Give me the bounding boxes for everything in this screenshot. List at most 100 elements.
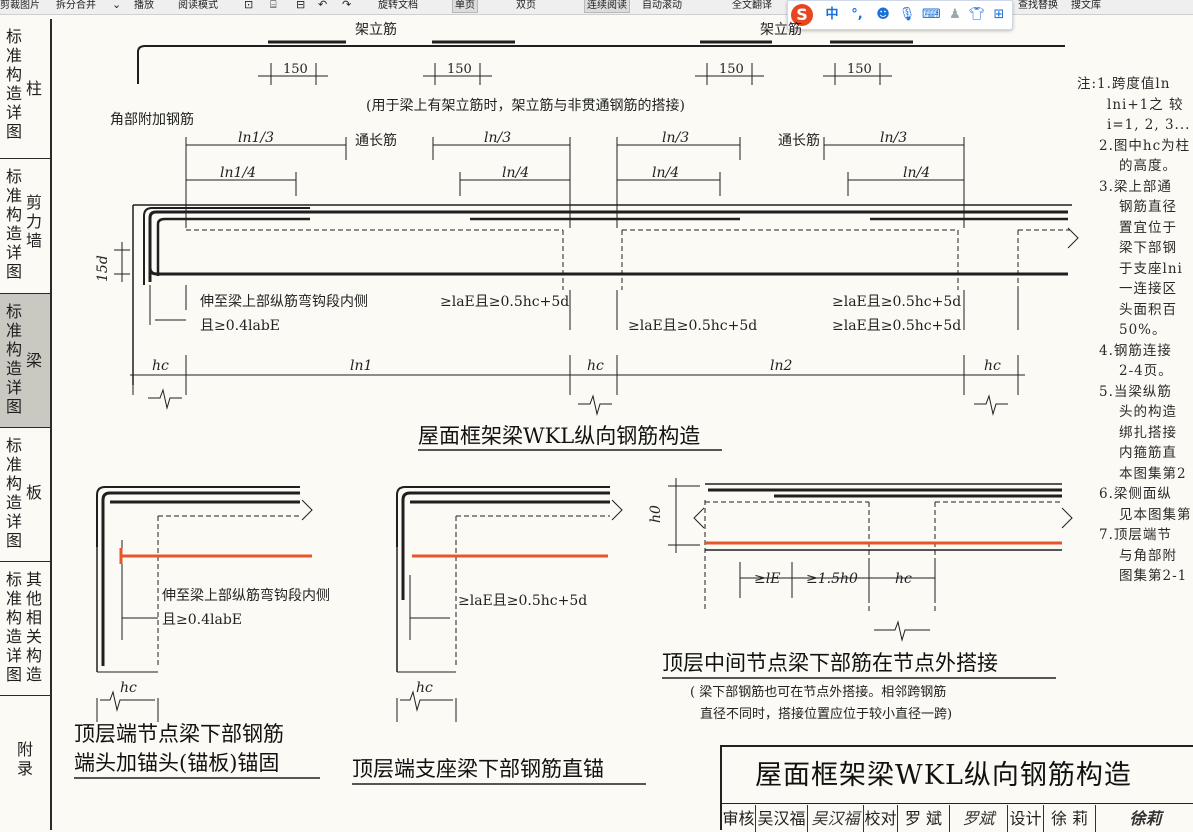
- sub3-title: 顶层中间节点梁下部筋在节点外搭接: [662, 651, 998, 675]
- dim-150: 150: [847, 62, 872, 77]
- sogou-logo-icon[interactable]: S: [791, 4, 813, 26]
- sidebar-item-appendix[interactable]: 附录: [0, 696, 50, 830]
- dim-ln-third: ln/3: [880, 130, 907, 146]
- sidebar-item-other[interactable]: 标准构造详图 其他相关构造: [0, 562, 50, 696]
- auto-scroll-button[interactable]: 自动滚动: [642, 0, 682, 11]
- title-block-cell: 罗 斌: [898, 805, 950, 832]
- sub1-title-line2: 端头加锚头(锚板)锚固: [74, 751, 279, 775]
- sub3-note-line2: 直径不同时，搭接位置应位于较小直径一跨): [700, 706, 952, 722]
- sidebar-item-shear-wall[interactable]: 标准构造详图 剪力墙: [0, 159, 50, 294]
- note-line: 7.顶层端节: [1099, 527, 1172, 543]
- note-line: 注:1.跨度值ln: [1077, 76, 1171, 92]
- title-block-cell: 徐 莉: [1044, 805, 1096, 832]
- dim-150: 150: [447, 62, 472, 77]
- title-block-cell: 校对: [864, 805, 898, 832]
- dropdown-chevron-icon[interactable]: ⌄: [112, 0, 122, 11]
- shirt-icon[interactable]: 👕︎: [968, 7, 986, 22]
- label-jialijin-note: (用于梁上有架立筋时，架立筋与非贯通钢筋的搭接): [366, 97, 685, 114]
- note-line: 4.钢筋连接: [1099, 342, 1172, 359]
- reviewer-signature: 吴汉福: [808, 805, 864, 832]
- continuous-reading-button[interactable]: 连续阅读: [584, 0, 630, 13]
- label-jialijin-2: 架立筋: [760, 21, 802, 38]
- note-line: 绑扎搭接: [1119, 424, 1177, 441]
- dim-hc: hc: [416, 680, 433, 696]
- sidebar-item-sublabel: 柱: [25, 79, 42, 98]
- sidebar-item-sublabel: 板: [25, 483, 42, 502]
- dim-hc: hc: [120, 680, 137, 696]
- sub1-title-line1: 顶层端节点梁下部钢筋: [74, 722, 284, 746]
- split-merge-button[interactable]: 拆分合并: [56, 0, 96, 11]
- sidebar-item-column[interactable]: 标准构造详图 柱: [0, 19, 50, 159]
- dim-ln1: ln1: [350, 358, 372, 374]
- drawing-title-block: 屋面框架梁WKL纵向钢筋构造 审核 吴汉福 吴汉福 校对 罗 斌 罗斌 设计 徐…: [720, 745, 1193, 832]
- note-line: 本图集第2: [1119, 465, 1187, 482]
- reading-mode-button[interactable]: 阅读模式: [178, 0, 218, 11]
- single-page-button[interactable]: 单页: [452, 0, 478, 13]
- note-line: 3.梁上部通: [1099, 178, 1172, 195]
- dim-ln-third: ln/3: [662, 130, 689, 146]
- ime-toolbar[interactable]: S 中 °, ☻ 🎙︎ ⌨ ♟ 👕︎ ⊞: [787, 0, 1013, 30]
- sub3-note-line1: ( 梁下部钢筋也可在节点外搭接。相邻跨钢筋: [690, 684, 946, 700]
- note-line: 的高度。: [1119, 158, 1177, 174]
- note-line: 图集第2-1: [1119, 568, 1188, 584]
- label-tongchangjin-2: 通长筋: [778, 132, 820, 149]
- label-lae-condition: ≥laE且≥0.5hc+5d: [832, 318, 961, 334]
- keyboard-icon[interactable]: ⌨: [922, 7, 941, 22]
- crop-image-button[interactable]: 剪裁图片: [0, 0, 40, 11]
- user-icon[interactable]: ♟: [949, 7, 961, 22]
- actual-size-icon[interactable]: ⊟: [296, 0, 306, 11]
- dim-ln-quarter: ln/4: [652, 165, 679, 181]
- title-block-cell: 吴汉福: [756, 805, 808, 832]
- grid-icon[interactable]: ⊞: [993, 7, 1005, 22]
- label-anchor-inside: 伸至梁上部纵筋弯钩段内侧: [200, 293, 368, 310]
- find-replace-button[interactable]: 查找替换: [1018, 0, 1058, 11]
- dim-ln-quarter: ln/4: [502, 165, 529, 181]
- fit-width-icon[interactable]: ⌸: [270, 0, 277, 11]
- dim-h0: h0: [648, 505, 664, 523]
- chapter-index-sidebar: 标准构造详图 柱 标准构造详图 剪力墙 标准构造详图 梁 标准构造详图 板 标准…: [0, 19, 52, 830]
- full-translate-button[interactable]: 全文翻译: [732, 0, 772, 11]
- note-line: lni+1之 较: [1107, 96, 1184, 113]
- notes-panel: 注:1.跨度值ln lni+1之 较 i=1, 2, 3... 2.图中hc为柱…: [1077, 74, 1193, 587]
- dim-ln1-third: ln1/3: [238, 130, 274, 146]
- search-library-button[interactable]: 搜文库: [1071, 0, 1101, 11]
- note-line: 6.梁侧面纵: [1099, 486, 1172, 502]
- label-lae-condition: ≥laE且≥0.5hc+5d: [628, 318, 757, 334]
- ime-language-toggle[interactable]: 中: [825, 7, 839, 22]
- note-line: 头面积百: [1119, 301, 1177, 318]
- title-block-cell: 审核: [722, 805, 756, 832]
- sidebar-item-beam[interactable]: 标准构造详图 梁: [0, 294, 50, 428]
- sidebar-item-label: 标准构造详图: [5, 27, 22, 141]
- sub2-title: 顶层端支座梁下部钢筋直锚: [352, 757, 604, 781]
- rotate-left-icon[interactable]: ↶: [318, 0, 328, 11]
- note-line: 一连接区: [1119, 281, 1177, 297]
- dim-hc: hc: [152, 358, 169, 374]
- title-block-cell: 设计: [1008, 805, 1044, 832]
- note-line: 头的构造: [1119, 404, 1177, 420]
- main-figure-title: 屋面框架梁WKL纵向钢筋构造: [418, 424, 700, 448]
- note-line: 于支座lni: [1119, 260, 1183, 277]
- dim-hc: hc: [587, 358, 604, 374]
- note-line: 内箍筋直: [1119, 445, 1177, 461]
- play-button[interactable]: 播放: [134, 0, 154, 11]
- label-lae-condition: ≥laE且≥0.5hc+5d: [458, 593, 587, 609]
- double-page-button[interactable]: 双页: [516, 0, 536, 11]
- title-block-title: 屋面框架梁WKL纵向钢筋构造: [722, 747, 1193, 804]
- label-corner-bar: 角部附加钢筋: [110, 111, 194, 128]
- dim-ln-third: ln/3: [484, 130, 511, 146]
- label-lae-condition: ≥laE且≥0.5hc+5d: [440, 294, 569, 310]
- checker-signature: 罗斌: [950, 805, 1008, 832]
- fit-page-icon[interactable]: ⊡: [244, 0, 254, 11]
- drawing-canvas: 架立筋 架立筋 150 150 150 150 (用于梁上有架立筋时，架立筋与非…: [74, 21, 1079, 785]
- sidebar-item-sublabel: 剪力墙: [25, 193, 42, 250]
- emoji-icon[interactable]: ☻: [876, 7, 890, 22]
- mic-icon[interactable]: 🎙︎: [898, 7, 916, 22]
- ime-punctuation-toggle[interactable]: °,: [851, 7, 863, 22]
- sidebar-item-sublabel: 梁: [25, 351, 42, 370]
- sidebar-item-slab[interactable]: 标准构造详图 板: [0, 428, 50, 562]
- rotate-right-icon[interactable]: ↷: [342, 0, 352, 11]
- dim-ln2: ln2: [770, 358, 792, 374]
- dim-150: 150: [719, 62, 744, 77]
- note-line: 钢筋直径: [1119, 199, 1177, 215]
- rotate-document-button[interactable]: 旋转文档: [378, 0, 418, 11]
